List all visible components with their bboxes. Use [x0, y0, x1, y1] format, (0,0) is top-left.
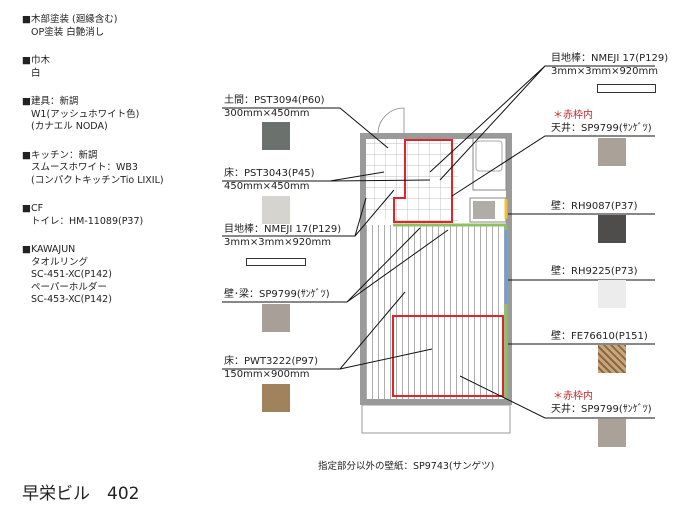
ceiling2-label: 天井：SP9799(ｻﾝｹﾞﾂ): [551, 404, 652, 415]
spec-note-title: ■建具：新調: [22, 96, 79, 107]
wall3-swatch: [598, 345, 626, 373]
spec-note-title: ■CF: [22, 203, 44, 214]
floor-wood-swatch: [262, 384, 290, 412]
wall2-swatch: [598, 280, 626, 308]
spec-note: ■木部塗装 (廻縁含む)OP塗装 白艶消し: [22, 14, 164, 39]
doma-size: 300mm×450mm: [224, 108, 310, 119]
doma-swatch: [262, 122, 290, 150]
spec-note: ■キッチン：新調スムースホワイト：WB3(コンパクトキッチンTio LIXIL): [22, 150, 164, 188]
spec-note-title: ■巾木: [22, 55, 50, 66]
wet-area-floor: [394, 140, 458, 222]
floor-wood-label: 床：PWT3222(P97): [224, 356, 319, 367]
spec-note-line: タオルリング: [31, 256, 89, 268]
spec-note-line: W1(アッシュホワイト色): [31, 108, 140, 120]
wall-beam-label: 壁･梁：SP9799(ｻﾝｹﾞﾂ): [224, 289, 330, 300]
spec-note-title: ■木部塗装 (廻縁含む): [22, 14, 118, 25]
doma-label: 土間：PST3094(P60): [224, 95, 325, 106]
spec-note: ■巾木白: [22, 55, 164, 80]
ceiling1-label: 天井：SP9799(ｻﾝｹﾞﾂ): [551, 123, 652, 134]
bath-tub: [475, 140, 503, 172]
spec-note-line: トイレ：HM-11089(P37): [31, 215, 144, 227]
wall2-label: 壁：RH9225(P73): [551, 266, 638, 277]
spec-note-line: ペーパーホルダー: [31, 281, 107, 293]
joint-left-size: 3mm×3mm×920mm: [224, 237, 332, 248]
hall-wood: [366, 318, 392, 398]
ceiling2-swatch: [598, 419, 626, 447]
spec-note-line: (コンパクトキッチンTio LIXIL): [31, 174, 164, 186]
leader-lines: [222, 65, 655, 419]
floor-wood-size: 150mm×900mm: [224, 369, 310, 380]
spec-note-title: ■KAWAJUN: [22, 244, 76, 255]
joint-right-swatch: [597, 84, 656, 93]
red-frame-room: [392, 315, 504, 397]
red-frame-wet-area: [393, 139, 453, 223]
floor-tile-size: 450mm×450mm: [224, 181, 310, 192]
spec-note-line: (カナエル NODA): [31, 121, 108, 132]
wall1-label: 壁：RH9087(P37): [551, 201, 638, 212]
wall-beam-swatch: [262, 304, 290, 332]
joint-left-label: 目地棒：NMEJI 17(P129): [224, 224, 342, 235]
building-name: 早栄ビル 402: [22, 484, 140, 504]
washer-pan: [473, 201, 495, 219]
ceiling1-swatch: [598, 138, 626, 166]
spec-note-line: SC-453-XC(P142): [31, 294, 112, 305]
spec-note-line: スムースホワイト：WB3: [31, 162, 138, 173]
ceiling1-note: ＊赤枠内: [553, 110, 593, 121]
floor-tile-label: 床：PST3043(P45): [224, 168, 315, 179]
wall1-swatch: [598, 215, 626, 243]
joint-left-swatch: [246, 258, 306, 266]
spec-note-line: SC-451-XC(P142): [31, 269, 112, 280]
spec-note-title: ■キッチン：新調: [22, 149, 98, 161]
joint-right-size: 3mm×3mm×920mm: [551, 66, 659, 77]
spec-note-line: OP塗装 白艶消し: [31, 26, 105, 38]
spec-note-line: 白: [31, 67, 41, 79]
wall3-label: 壁：FE76610(P151): [551, 331, 648, 342]
joint-right-label: 目地棒：NMEJI 17(P129): [551, 53, 669, 64]
footer-note: 指定部分以外の壁紙：SP9743(サンゲツ): [318, 461, 495, 472]
floor-tile-swatch: [262, 196, 290, 224]
ceiling2-note: ＊赤枠内: [553, 391, 593, 402]
